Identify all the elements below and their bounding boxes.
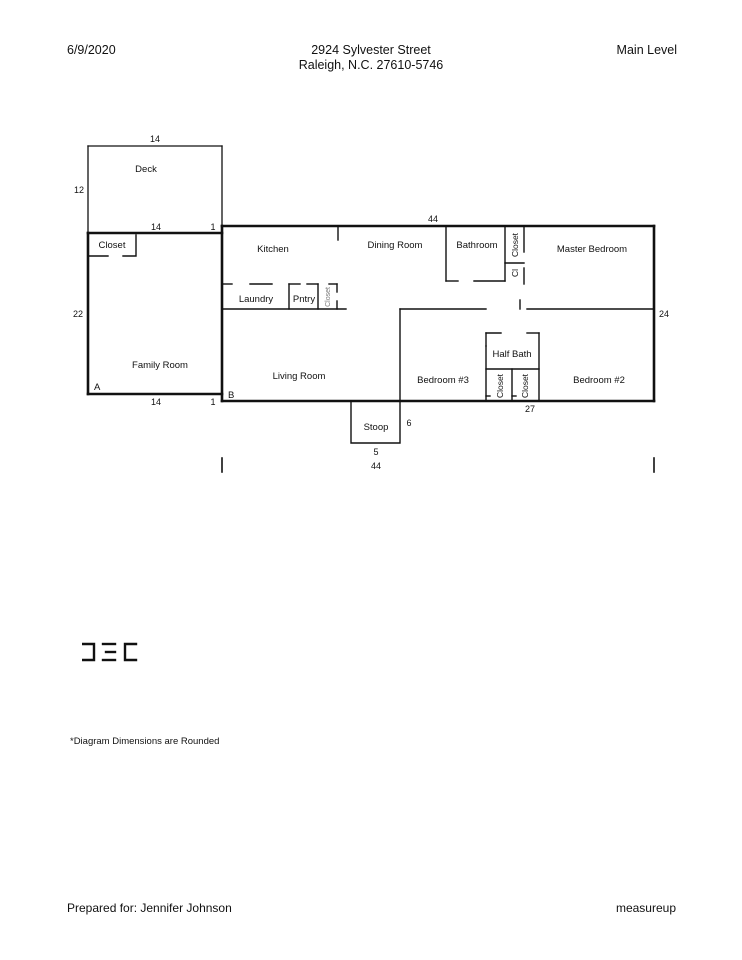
family-room-outline: [86, 231, 224, 396]
room-label-living-room: Living Room: [273, 371, 326, 382]
house-exterior: [220, 224, 656, 403]
room-label-master-bedroom: Master Bedroom: [557, 244, 627, 255]
dimension-labels: 14 12 14 1 44 22 24 14 1 27 6 5 44: [73, 134, 669, 471]
plan-walls: [86, 145, 656, 473]
room-label-bedroom-2: Bedroom #2: [573, 375, 625, 386]
header-address: 2924 Sylvester Street Raleigh, N.C. 2761…: [0, 43, 742, 73]
overall-dimension-ticks: [221, 457, 655, 473]
dim-family-top: 14: [151, 222, 161, 232]
room-label-cl: Cl: [510, 269, 520, 277]
room-label-closet-bathroom: Closet: [510, 232, 520, 257]
address-line-2: Raleigh, N.C. 27610-5746: [298, 58, 444, 72]
room-label-closet-pantry: Closet: [325, 287, 332, 307]
room-labels: Deck Closet Kitchen Dining Room Bathroom…: [99, 164, 628, 433]
room-label-family-room: Family Room: [132, 360, 188, 371]
address-line-1: 2924 Sylvester Street: [311, 43, 431, 57]
room-label-bedroom-3: Bedroom #3: [417, 375, 469, 386]
room-label-closet-family: Closet: [99, 240, 126, 251]
dim-house-bottom-right: 27: [525, 404, 535, 414]
prepared-for: Prepared for: Jennifer Johnson: [67, 901, 232, 915]
interior-walls: [87, 225, 655, 444]
room-label-closet-bedroom-2: Closet: [520, 373, 530, 398]
header-level: Main Level: [616, 43, 677, 57]
marker-a: A: [94, 382, 101, 393]
deck-outline: [87, 145, 223, 233]
header-date: 6/9/2020: [67, 43, 116, 57]
dim-house-right: 24: [659, 309, 669, 319]
dim-family-side: 22: [73, 309, 83, 319]
dim-house-top: 44: [428, 214, 438, 224]
room-label-bathroom: Bathroom: [456, 240, 497, 251]
company-logo: [82, 642, 138, 662]
room-label-pantry: Pntry: [293, 294, 315, 305]
dim-family-bottom: 14: [151, 397, 161, 407]
dim-deck-side: 12: [74, 185, 84, 195]
room-label-half-bath: Half Bath: [492, 349, 531, 360]
dim-step-bottom: 1: [210, 397, 215, 407]
dim-stoop-side: 6: [406, 418, 411, 428]
brand-name: measureup: [615, 901, 676, 915]
room-label-kitchen: Kitchen: [257, 244, 289, 255]
plan-markers: A B: [94, 382, 234, 401]
room-label-laundry: Laundry: [239, 294, 274, 305]
room-label-deck: Deck: [135, 164, 157, 175]
dimensions-note: *Diagram Dimensions are Rounded: [70, 736, 220, 747]
dim-step-top: 1: [210, 222, 215, 232]
dim-deck-top: 14: [150, 134, 160, 144]
room-label-stoop: Stoop: [364, 422, 389, 433]
dim-stoop-bottom: 5: [373, 447, 378, 457]
marker-b: B: [228, 390, 234, 401]
dim-overall: 44: [371, 461, 381, 471]
room-label-closet-bedroom-3: Closet: [495, 373, 505, 398]
room-label-dining-room: Dining Room: [368, 240, 423, 251]
